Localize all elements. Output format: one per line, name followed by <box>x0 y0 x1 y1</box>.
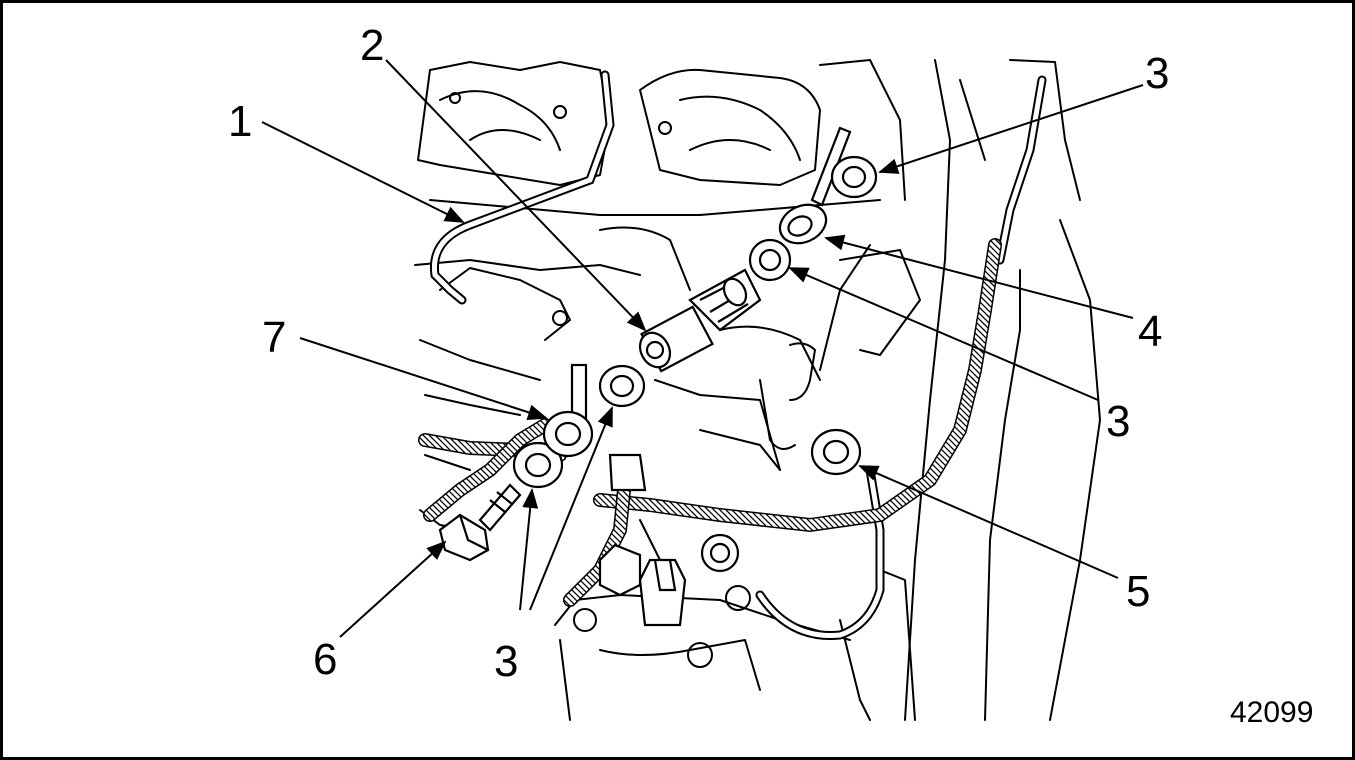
fuel-tube-lower <box>755 465 885 640</box>
washer-3d <box>512 441 564 489</box>
washer-3c <box>598 364 646 408</box>
braided-hose-long <box>593 238 1002 533</box>
engine-block <box>414 59 1101 721</box>
leader-3-right <box>788 267 1099 401</box>
banjo-fitting-4 <box>778 126 852 245</box>
figure-id: 42099 <box>1230 696 1314 729</box>
leader-6 <box>339 540 447 638</box>
fitting-5 <box>810 428 862 476</box>
leader-3-bottom-b <box>529 406 613 611</box>
washer-3b <box>748 238 792 282</box>
leader-3-top <box>878 84 1144 174</box>
lower-fittings <box>598 453 740 627</box>
leader-5 <box>858 465 1119 579</box>
leader-1 <box>261 121 465 223</box>
callout-1: 1 <box>228 97 253 146</box>
callout-2: 2 <box>360 21 385 70</box>
callout-4: 4 <box>1138 307 1163 356</box>
callout-3-bottom: 3 <box>494 637 519 686</box>
leader-7 <box>299 337 548 421</box>
callout-3-top: 3 <box>1145 49 1170 98</box>
leader-2 <box>385 59 647 332</box>
leader-3-bottom-a <box>519 488 539 611</box>
banjo-bolt-6 <box>438 483 522 562</box>
leader-4 <box>824 234 1134 319</box>
callout-5: 5 <box>1126 567 1151 616</box>
fitting-2 <box>638 268 762 373</box>
washer-3a <box>830 155 878 199</box>
callout-6: 6 <box>313 635 338 684</box>
callout-7: 7 <box>262 313 287 362</box>
callout-3-right: 3 <box>1106 397 1131 446</box>
fitting-7 <box>542 363 594 458</box>
leader-lines <box>261 59 1144 638</box>
